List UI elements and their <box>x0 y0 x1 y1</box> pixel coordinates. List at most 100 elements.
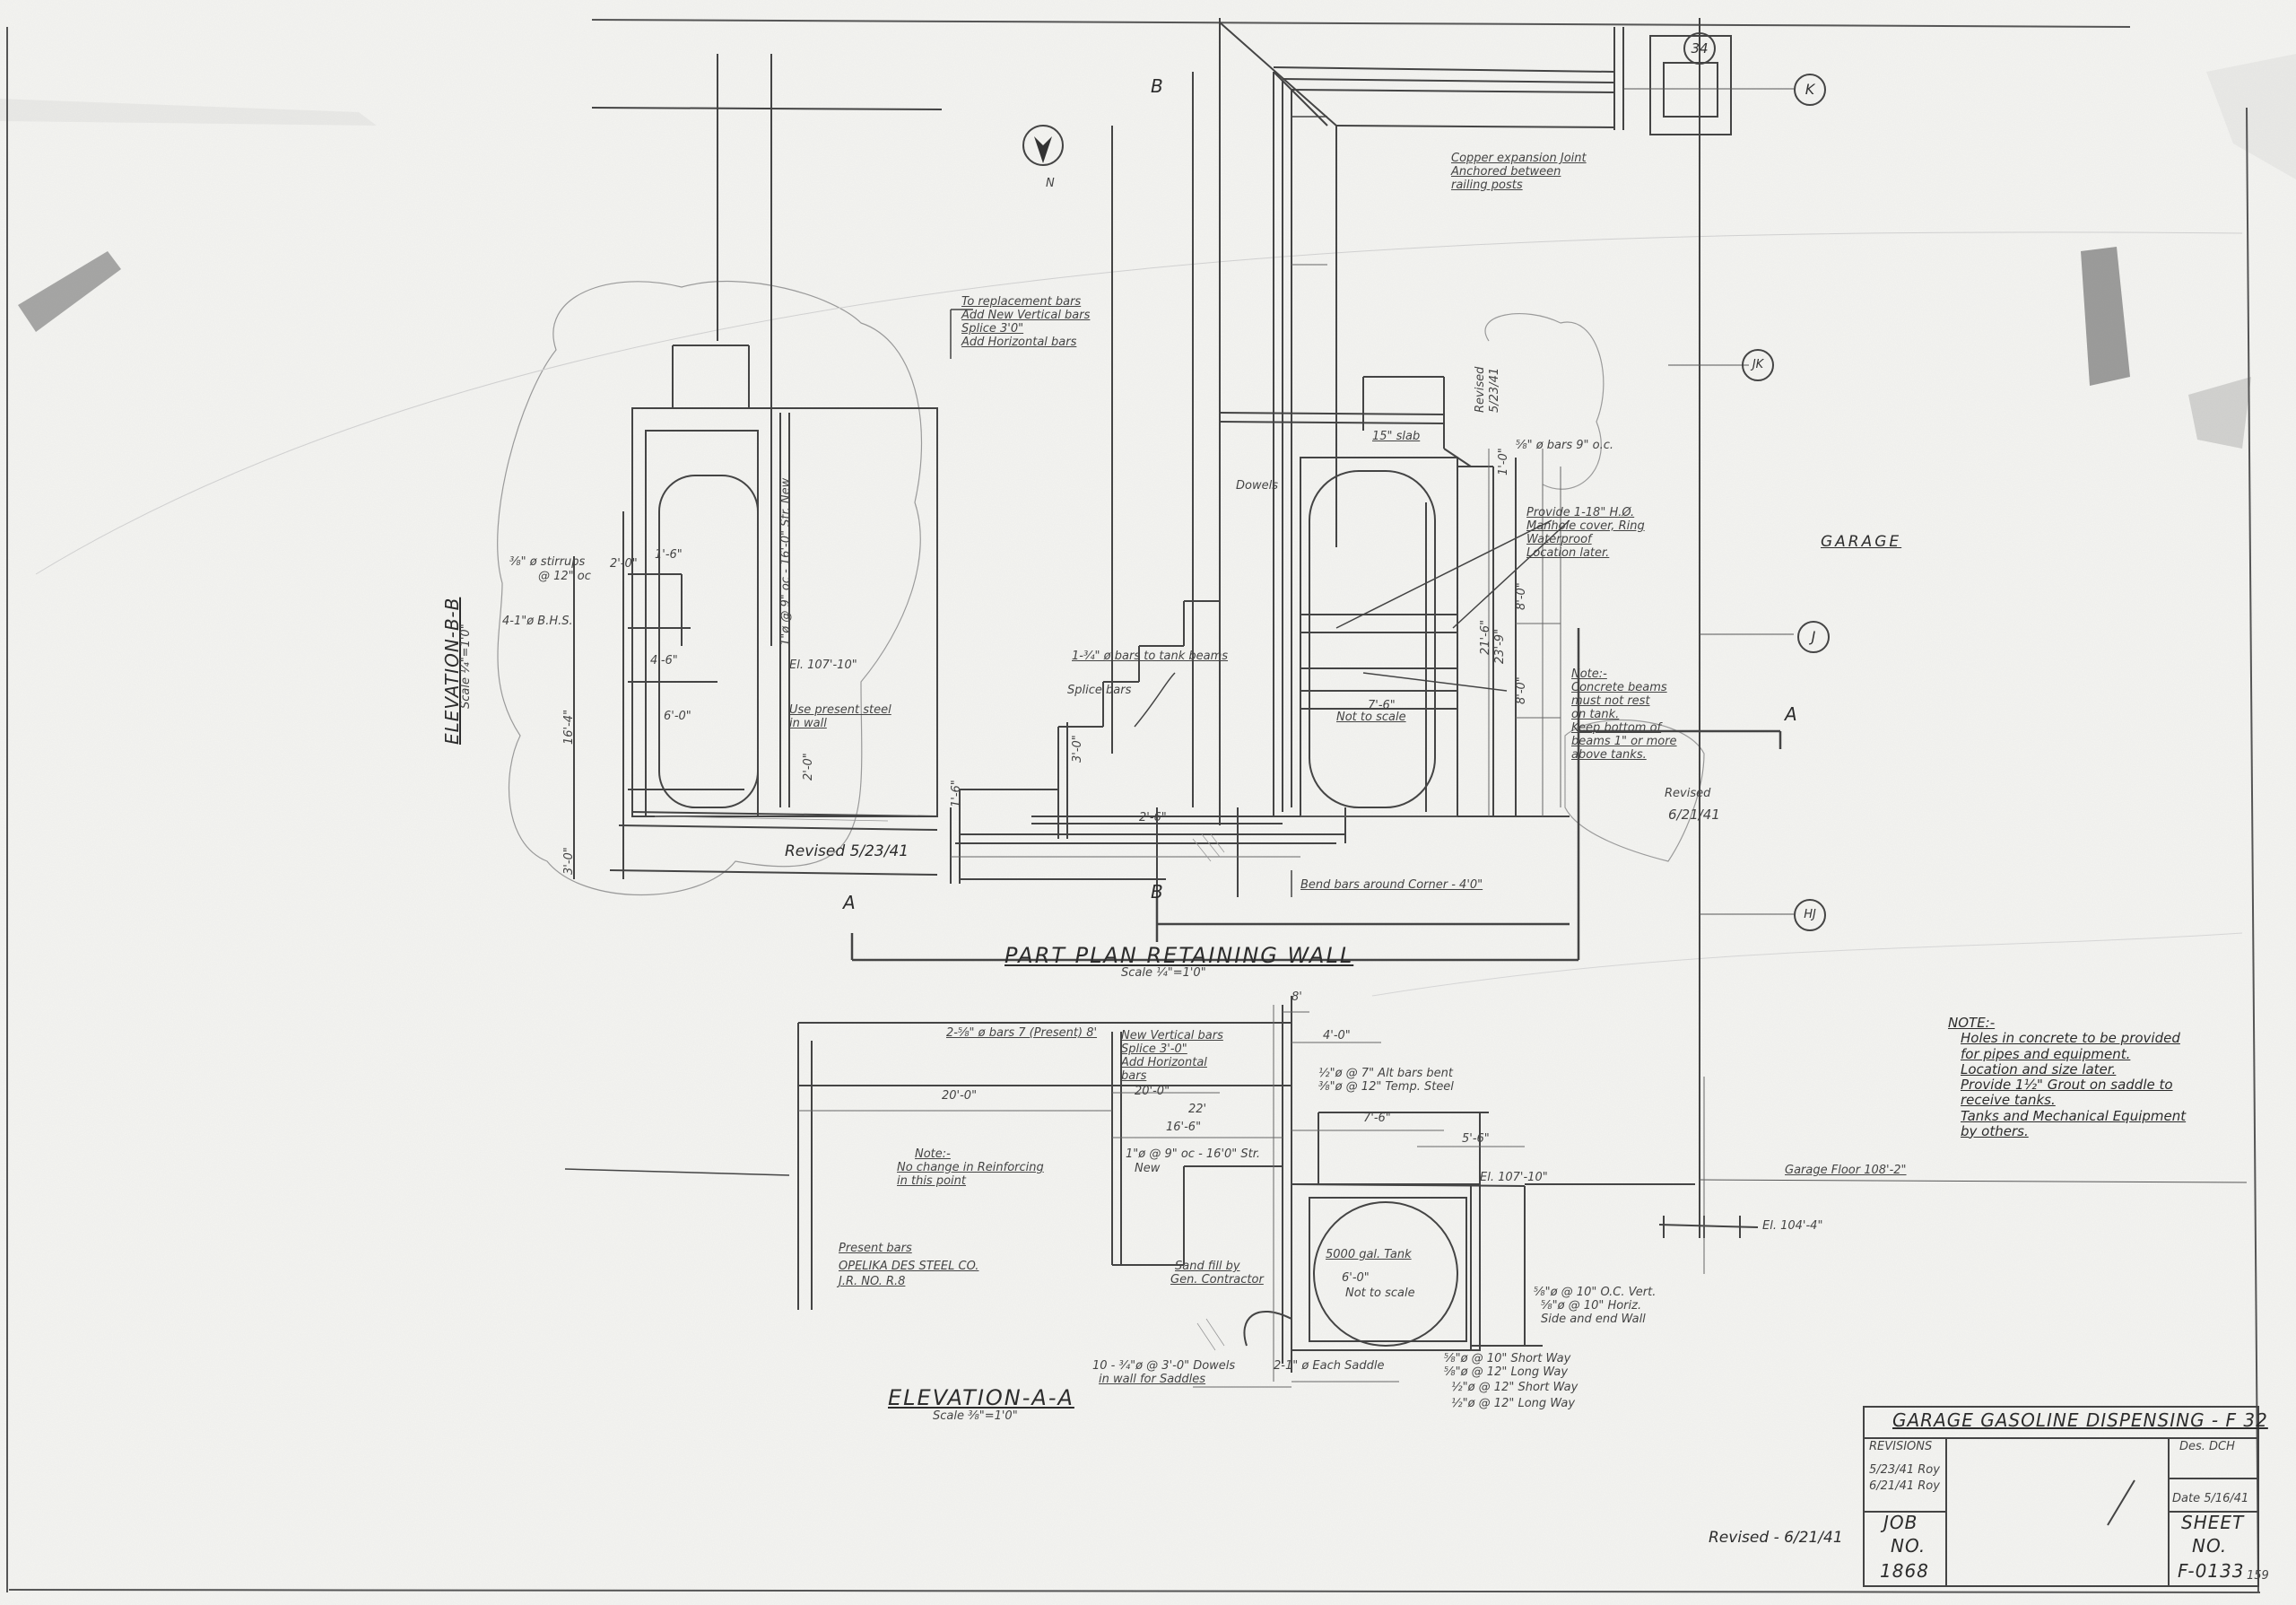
title-block-job-label-1: JOB <box>1883 1512 1918 1533</box>
garage-label: GARAGE <box>1821 533 1902 551</box>
revised-plan-1a: Revised <box>1474 366 1487 413</box>
title-block-job-label-2: NO. <box>1891 1535 1926 1557</box>
dowels-note: Dowels <box>1236 479 1278 493</box>
note-line: on tank. <box>1571 707 1620 721</box>
plan-dim-5: 7'-6" <box>1368 699 1396 712</box>
short-way-2: ⅝"ø @ 12" Long Way <box>1444 1365 1569 1379</box>
elev-bb-el: El. 107'-10" <box>789 659 857 672</box>
elevation-bb-drawing <box>573 54 943 879</box>
elevation-aa-drawing <box>797 996 1759 1373</box>
aa-dim-7: 5'-6" <box>1462 1132 1490 1146</box>
note-line: Add New Vertical bars <box>961 308 1091 322</box>
note-line: Add Horizontal <box>1121 1055 1207 1069</box>
note-line: must not rest <box>1571 693 1650 708</box>
elev-aa-scale: Scale ⅜"=1'0" <box>933 1409 1018 1423</box>
note-line: receive tanks. <box>1961 1092 2056 1109</box>
rebar-new-vertical: 1"ø @ 9" oc - 16'-0" Str. New <box>779 477 793 646</box>
note-line: Copper expansion Joint <box>1451 152 1587 165</box>
plan-dim-4: 8'-0" <box>1515 676 1528 704</box>
note-line: Add Horizontal bars <box>961 335 1077 349</box>
paper-stains <box>0 54 2296 449</box>
elev-bb-dim-v2: 2'-0" <box>802 753 815 781</box>
tank-beams-note: 1-¾" ø bars to tank beams <box>1072 650 1229 663</box>
note-line: Provide 1-18" H.Ø. <box>1526 506 1635 519</box>
one-bent-2: ⅜"ø @ 12" Temp. Steel <box>1318 1080 1454 1094</box>
note-line: Waterproof <box>1526 532 1592 546</box>
note-line: No change in Reinforcing <box>897 1160 1044 1174</box>
note-line: Keep bottom of <box>1571 720 1662 735</box>
title-block-sheet-no: F-0133 <box>2178 1560 2245 1582</box>
elev-bb-top-note: To replacement bars Add New Vertical bar… <box>961 295 1091 350</box>
note-line: Holes in concrete to be provided <box>1961 1030 2180 1047</box>
present-steel-1: Use present steel <box>789 703 891 717</box>
note-line: Note:- <box>1571 667 1607 681</box>
title-block-lines <box>1863 1406 2259 1587</box>
not-to-scale-note: Not to scale <box>1336 711 1406 724</box>
section-a-right: A <box>1785 703 1798 725</box>
column-marker: 34 <box>1683 32 1716 65</box>
revised-plan-2b: 6/21/41 <box>1668 807 1720 823</box>
part-plan-drawing <box>950 18 1732 1238</box>
note-line: Manhole cover, Ring <box>1526 519 1645 533</box>
each-saddle-note: 2-1" ø Each Saddle <box>1274 1359 1385 1373</box>
rebar-new-1: 1"ø @ 9" oc - 16'0" Str. <box>1126 1147 1261 1161</box>
note-line: Splice 3'-0" <box>1121 1042 1187 1056</box>
present-bars-note: Present bars <box>839 1242 912 1255</box>
revision-cloud-2 <box>1484 313 1605 490</box>
aa-dim-6: 7'-6" <box>1363 1112 1391 1125</box>
elev-bb-dim-v3: 3'-0" <box>562 847 576 875</box>
note-line: Provide 1½" Grout on saddle to <box>1961 1077 2173 1093</box>
sheet-border <box>6 19 2261 1593</box>
right-bars-1: ⅝"ø @ 10" O.C. Vert. <box>1534 1286 1657 1299</box>
tank-label: 5000 gal. Tank <box>1326 1248 1412 1261</box>
saddle-dowels-1: 10 - ¾"ø @ 3'-0" Dowels <box>1092 1359 1236 1373</box>
revised-plan-1b: 5/23/41 <box>1488 367 1501 413</box>
aa-dim-5: 4'-0" <box>1323 1029 1351 1042</box>
note-line: beams 1" or more <box>1571 734 1677 748</box>
saddle-dowels-2: in wall for Saddles <box>1099 1373 1206 1386</box>
plan-dim-2: 23'-9" <box>1493 628 1507 664</box>
plan-dim-9: 1'-6" <box>950 780 963 807</box>
corner-mark: 159 <box>2247 1569 2269 1583</box>
revised-plan-2a: Revised <box>1665 787 1711 800</box>
note-line: by others. <box>1961 1122 2029 1139</box>
plan-title: PART PLAN RETAINING WALL <box>1004 943 1354 968</box>
note-line: Concrete beams <box>1571 680 1667 694</box>
plan-dim-1: 21'-6" <box>1479 619 1492 655</box>
title-block-sheet-label-1: SHEET <box>2181 1512 2245 1533</box>
note-line: bars <box>1121 1069 1147 1083</box>
aa-dim-4: 16'-6" <box>1166 1121 1202 1134</box>
north-label: N <box>1046 177 1055 190</box>
grid-bubble-jk: JK <box>1742 349 1774 381</box>
plan-scale: Scale ¼"=1'0" <box>1121 966 1206 980</box>
six-oh-not-to-scale: Not to scale <box>1345 1287 1415 1300</box>
no-change-note: Note:- No change in Reinforcing in this … <box>897 1147 1044 1189</box>
note-line: in this point <box>897 1173 966 1188</box>
present-bars-top: 2-⅝" ø bars 7 (Present) 8' <box>946 1026 1098 1040</box>
short-way-1: ⅝"ø @ 10" Short Way <box>1444 1352 1571 1365</box>
north-arrow-icon <box>1022 125 1064 166</box>
grid-bubble-hj: HJ <box>1794 899 1826 931</box>
elev-aa-el-1: El. 107'-10" <box>1480 1171 1548 1184</box>
fill-hatching <box>654 816 1225 1351</box>
top-bars-note: ⅝" ø bars 9" o.c. <box>1516 439 1614 452</box>
plan-dim-7: 2'-6" <box>1139 811 1167 824</box>
note-line: railing posts <box>1451 178 1523 192</box>
note-line: NOTE:- <box>1948 1015 1996 1031</box>
right-bars-3: Side and end Wall <box>1541 1313 1646 1326</box>
sand-fill-1: Sand fill by <box>1175 1260 1240 1273</box>
section-a-left: A <box>843 892 857 913</box>
note-line: above tanks. <box>1571 747 1647 762</box>
right-bars-2: ⅝"ø @ 10" Horiz. <box>1541 1299 1642 1313</box>
elev-aa-title: ELEVATION-A-A <box>888 1385 1074 1410</box>
revised-bottom: Revised - 6/21/41 <box>1709 1529 1843 1547</box>
copper-joint-note: Copper expansion Joint Anchored between … <box>1451 152 1587 193</box>
section-cut-a-line <box>850 628 1782 962</box>
grid-lines <box>1623 88 2248 1183</box>
concrete-beams-note: Note:- Concrete beams must not rest on t… <box>1571 667 1677 763</box>
grid-bubble-j: J <box>1797 621 1830 653</box>
steel-co-line-2: J.R. NO. R.8 <box>839 1275 906 1288</box>
revision-cloud <box>497 281 923 895</box>
title-block-title: GARAGE GASOLINE DISPENSING - F 32 <box>1892 1409 2268 1431</box>
